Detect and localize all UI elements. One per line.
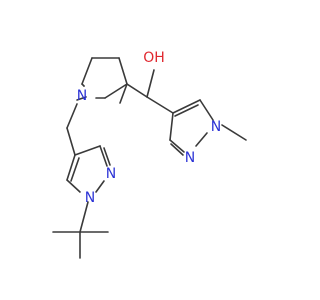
bond-lines: [52, 57, 247, 259]
bond: [70, 157, 80, 182]
left-pyrazole-n1-label: N: [85, 190, 95, 206]
bond: [95, 180, 105, 193]
bond: [81, 57, 93, 85]
bond: [221, 124, 247, 141]
bond: [174, 104, 199, 117]
bond: [104, 83, 128, 99]
pyrrolidine-nitrogen-label: N: [77, 88, 87, 104]
bond: [119, 83, 128, 104]
bond: [76, 96, 87, 101]
bond: [195, 132, 208, 147]
bond: [118, 57, 128, 85]
right-pyrazole-n2-label: N: [185, 150, 195, 166]
right-pyrazole-n1-label: N: [211, 119, 221, 135]
left-pyrazole-n2-label: N: [106, 166, 116, 182]
bond: [170, 143, 184, 156]
chemical-structure-diagram: N OH N N N N: [52, 50, 247, 259]
bond: [199, 99, 214, 121]
hydroxyl-label: OH: [143, 50, 165, 66]
bond: [169, 112, 174, 141]
atom-labels: N OH N N N N: [77, 50, 221, 206]
bond: [74, 145, 101, 156]
bond: [126, 83, 148, 98]
bond: [146, 69, 155, 98]
bond: [169, 139, 185, 153]
bond: [146, 96, 174, 114]
bond: [99, 145, 108, 167]
bond: [79, 201, 89, 233]
bond: [66, 154, 76, 181]
bond: [66, 179, 81, 193]
bond: [103, 147, 111, 166]
bond: [172, 99, 201, 114]
bond: [66, 103, 78, 129]
bond: [66, 127, 76, 156]
